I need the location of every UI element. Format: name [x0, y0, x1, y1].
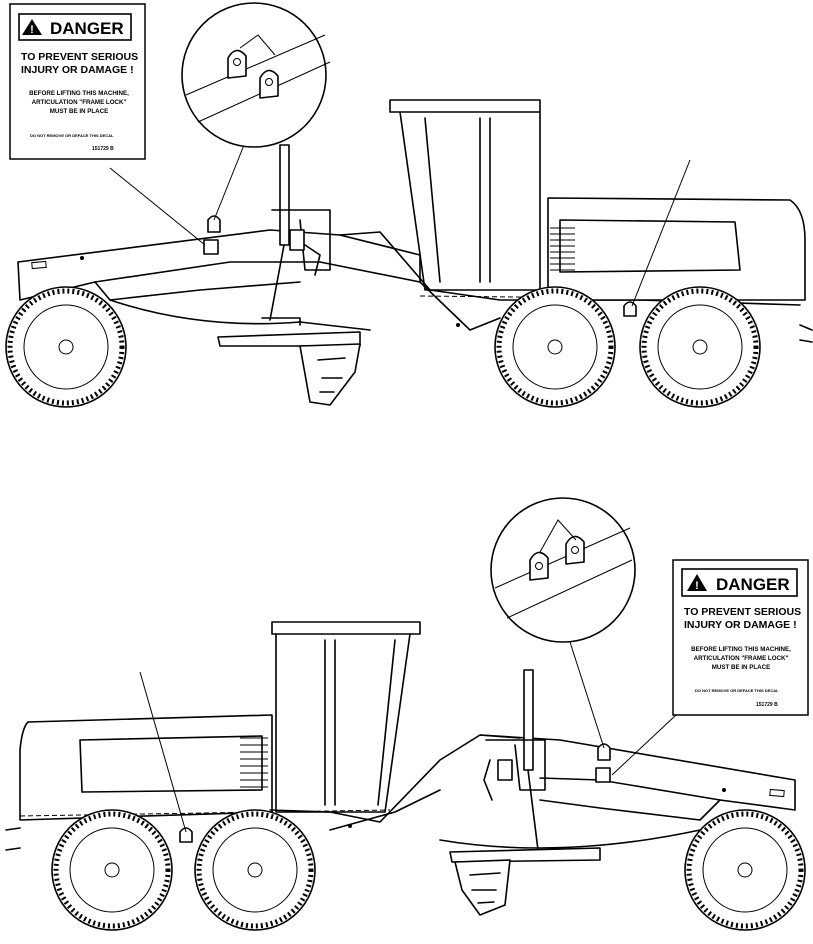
- decal-footer: DO NOT REMOVE OR DEFACE THIS DECAL: [695, 688, 779, 693]
- lift-lug-detail-top: [181, 2, 331, 148]
- decal-instruction-line1: BEFORE LIFTING THIS MACHINE,: [29, 90, 129, 97]
- decal-warning-line2: INJURY OR DAMAGE !: [684, 619, 797, 631]
- tandem-wheel-rear: [639, 286, 761, 408]
- decal-part-number: 151729 B: [756, 702, 778, 708]
- front-wheel: [684, 809, 806, 931]
- warning-triangle-icon: [22, 19, 42, 35]
- decal-location-marker: [595, 767, 611, 783]
- decal-instruction-line3: MUST BE IN PLACE: [50, 108, 108, 115]
- danger-decal-top: ! DANGER TO PREVENT SERIOUS INJURY OR DA…: [9, 3, 146, 160]
- tandem-wheel-front: [494, 286, 616, 408]
- engine-grille: [550, 227, 575, 271]
- decal-heading: DANGER: [716, 575, 790, 594]
- decal-instruction-line1: BEFORE LIFTING THIS MACHINE,: [691, 646, 791, 653]
- svg-text:!: !: [30, 24, 34, 36]
- decal-part-number: 151729 B: [92, 146, 114, 152]
- decal-warning-line1: TO PREVENT SERIOUS: [21, 51, 138, 63]
- svg-text:!: !: [695, 580, 699, 592]
- decal-warning-line1: TO PREVENT SERIOUS: [684, 606, 801, 618]
- decal-instruction-line3: MUST BE IN PLACE: [712, 664, 770, 671]
- decal-heading: DANGER: [50, 19, 124, 38]
- lift-lug-detail-bottom: [490, 497, 636, 643]
- engine-grille: [240, 737, 268, 788]
- decal-instruction-line2: ARTICULATION "FRAME LOCK": [32, 99, 127, 106]
- decal-footer: DO NOT REMOVE OR DEFACE THIS DECAL: [30, 133, 114, 138]
- decal-instruction-line2: ARTICULATION "FRAME LOCK": [694, 655, 789, 662]
- tandem-wheel-rear: [51, 809, 173, 931]
- front-wheel: [5, 286, 127, 408]
- grader-left-side-view: [5, 99, 813, 408]
- warning-triangle-icon: [687, 574, 707, 591]
- decal-warning-line2: INJURY OR DAMAGE !: [21, 64, 134, 76]
- decal-location-marker: [203, 239, 219, 255]
- danger-decal-bottom: ! DANGER TO PREVENT SERIOUS INJURY OR DA…: [672, 559, 809, 716]
- tandem-wheel-front: [194, 809, 316, 931]
- grader-right-side-view: [5, 621, 806, 931]
